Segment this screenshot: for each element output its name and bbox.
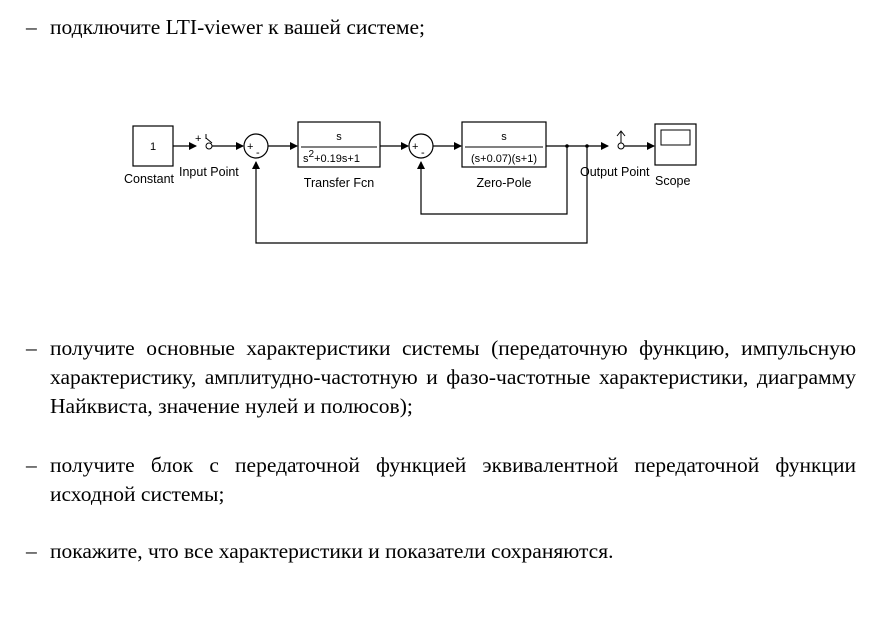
input-point-label: Input Point xyxy=(179,165,239,179)
bullet-text: подключите LTI-viewer к вашей системе; xyxy=(50,15,425,39)
scope-block[interactable] xyxy=(654,123,697,166)
constant-block[interactable]: 1 xyxy=(132,125,174,167)
sum2-sign-plus: + xyxy=(412,141,418,153)
bullet-4: – покажите, что все характеристики и пок… xyxy=(26,537,856,566)
svg-text:+: + xyxy=(195,133,201,145)
sum2-sign-minus: - xyxy=(421,147,425,159)
transfer-fcn-block[interactable]: s s2+0.19s+1 xyxy=(297,121,381,168)
scope-label: Scope xyxy=(655,174,690,188)
bullet-dash: – xyxy=(26,336,37,360)
zero-pole-label: Zero-Pole xyxy=(477,176,532,190)
zero-pole-denominator: (s+0.07)(s+1) xyxy=(471,153,537,165)
bullet-1: – подключите LTI-viewer к вашей системе; xyxy=(26,13,856,42)
simulink-diagram: 1 Constant + Input Point + - s s2+0.19s+… xyxy=(124,121,697,244)
bullet-dash: – xyxy=(26,15,37,39)
zero-pole-block[interactable]: s (s+0.07)(s+1) xyxy=(461,121,547,168)
bullet-2: – получите основные характеристики систе… xyxy=(26,334,856,421)
bullet-3: – получите блок с передаточной функцией … xyxy=(26,451,856,509)
sum1-block[interactable]: + - xyxy=(243,133,269,159)
zero-pole-numerator: s xyxy=(501,131,507,143)
bullet-dash: – xyxy=(26,539,37,563)
outer-feedback-line xyxy=(252,146,588,244)
constant-label: Constant xyxy=(124,172,175,186)
transfer-fcn-label: Transfer Fcn xyxy=(304,176,374,190)
constant-value: 1 xyxy=(150,141,156,153)
inner-feedback-line xyxy=(417,146,568,215)
sum1-sign-minus: - xyxy=(256,147,260,159)
bullet-text: получите основные характеристики системы… xyxy=(50,336,856,418)
transfer-fcn-numerator: s xyxy=(336,131,342,143)
transfer-fcn-denominator: s2+0.19s+1 xyxy=(303,149,360,165)
bullet-text: получите блок с передаточной функцией эк… xyxy=(50,453,856,506)
sum2-block[interactable]: + - xyxy=(408,133,434,159)
input-point-icon[interactable]: + xyxy=(195,133,213,150)
bullet-dash: – xyxy=(26,453,37,477)
output-point-label: Output Point xyxy=(580,165,650,179)
sum1-sign-plus: + xyxy=(247,141,253,153)
bullet-text: покажите, что все характеристики и показ… xyxy=(50,539,614,563)
output-point-icon[interactable] xyxy=(616,130,626,150)
